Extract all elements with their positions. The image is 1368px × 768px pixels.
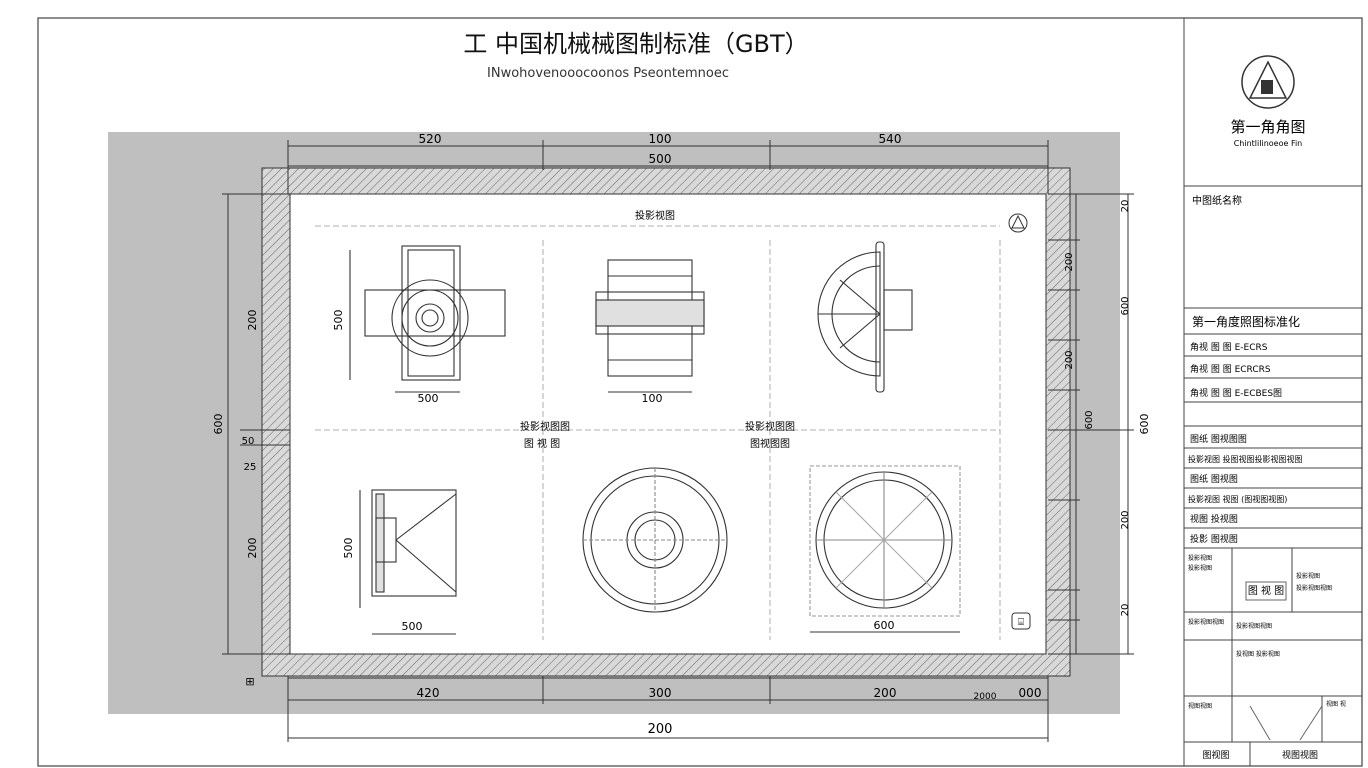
dim-left-outer: 600: [212, 414, 225, 435]
mid-right-label-2: 图视图图: [750, 437, 790, 450]
dim-view1-height: 500: [332, 310, 345, 331]
title-block-row2: 投影 图视图: [1190, 533, 1238, 545]
bottom-dimensions: [287, 676, 1049, 742]
dim-top-right: 540: [879, 132, 902, 146]
dim-right-1: 20: [1120, 200, 1131, 213]
view-half-section: [817, 241, 913, 393]
title-block-small: 投影视图: [1188, 554, 1212, 562]
dim-right-2: 200: [1064, 252, 1075, 271]
title-block-row2: 图纸 图视图: [1190, 473, 1238, 485]
svg-text:⌸: ⌸: [1018, 617, 1024, 628]
corner-mark: ⊞: [245, 675, 254, 688]
page-subtitle: INwohovenooocoonos Pseontemnoec: [487, 66, 729, 81]
title-block-small: 投影视图视图: [1188, 618, 1224, 626]
drawing-area: [289, 193, 1047, 655]
drawing-name-label: 中图纸名称: [1192, 194, 1242, 207]
right-dimensions: [1048, 193, 1134, 655]
projection-label: 第一角角图: [1230, 118, 1305, 136]
title-block-small: 视图视图: [1188, 702, 1212, 710]
mid-left-label-1: 投影视图图: [520, 420, 570, 433]
view-side: [595, 259, 705, 393]
view-lower-section: [359, 489, 457, 635]
page-title: 工 中国机械械图制标准（GBT）: [463, 30, 808, 58]
dim-view2-width: 100: [642, 392, 663, 405]
dim-right-3: 600: [1120, 296, 1131, 315]
title-block-bottom-right: 视图视图: [1282, 749, 1318, 761]
dim-bottom-total: 200: [648, 722, 673, 737]
dim-top-total: 500: [649, 152, 672, 166]
dim-view4-width: 500: [402, 620, 423, 633]
dim-left-lower: 200: [246, 538, 259, 559]
title-block-row: 角视 图 图 E-ECBES图: [1190, 387, 1282, 399]
dim-right-4: 200: [1064, 350, 1075, 369]
title-block-small: 投影视图视图: [1236, 622, 1272, 630]
mid-right-label-1: 投影视图图: [745, 420, 795, 433]
dim-bottom-small: 2000: [974, 692, 997, 702]
first-angle-projection-icon: [1241, 55, 1295, 109]
dim-view1-width: 500: [418, 392, 439, 405]
dim-bottom-left: 420: [417, 686, 440, 700]
title-block-bottom-left: 图视图: [1202, 749, 1229, 761]
title-block-row2: 投影视图 视图 (图视图视图): [1188, 494, 1287, 504]
title-block-small: 投影视图视图: [1296, 584, 1332, 592]
title-block-small: 投影视图: [1296, 572, 1320, 580]
dim-view6-width: 600: [874, 619, 895, 632]
top-dimensions: [287, 140, 1049, 194]
projection-caption: Chintlilinoeoe Fin: [1234, 139, 1303, 148]
title-block-small: 视图 视: [1326, 700, 1346, 708]
title-block-row2: 视图 投视图: [1190, 513, 1238, 525]
view-top-circle: [582, 467, 728, 613]
mid-left-label-2: 图 视 图: [524, 437, 560, 450]
left-dimensions: [222, 193, 290, 655]
dim-bottom-center: 300: [649, 686, 672, 700]
dim-top-left: 520: [419, 132, 442, 146]
view-grid-circle: [809, 465, 961, 633]
center-lines: [315, 225, 1001, 640]
dim-left-small: 25: [244, 462, 257, 473]
view-front: [349, 245, 506, 393]
title-block-small: 投影视图: [1188, 564, 1212, 572]
title-block-row2: 图纸 图视图图: [1190, 433, 1247, 445]
dim-right-7: 20: [1120, 604, 1131, 617]
dim-view4-height: 500: [342, 538, 355, 559]
title-block-row: 角视 图 图 ECRCRS: [1190, 363, 1271, 375]
dim-bottom-right: 200: [874, 686, 897, 700]
dim-right-outer: 600: [1138, 414, 1151, 435]
title-block-section-title: 第一角度照图标准化: [1192, 314, 1300, 329]
title-block-small: 投视图 投影视图: [1236, 650, 1280, 658]
dim-right-5: 600: [1084, 410, 1095, 429]
dim-top-center: 100: [649, 132, 672, 146]
inner-stamp-icon: ⌸: [1011, 612, 1031, 630]
title-block-row2: 投影视图 投图视图投影视图视图: [1188, 454, 1303, 464]
title-block: [1183, 18, 1362, 766]
dim-left-upper: 200: [246, 310, 259, 331]
title-block-row: 角视 图 图 E-ECRS: [1190, 341, 1268, 353]
dim-right-6: 200: [1120, 510, 1131, 529]
title-block-center-label: 图 视 图: [1248, 584, 1284, 597]
dim-left-mark: 50: [242, 436, 255, 447]
top-view-label: 投影视图: [635, 209, 675, 222]
dim-bottom-far-right: 000: [1019, 686, 1042, 700]
inner-projection-icon: [1008, 213, 1028, 233]
